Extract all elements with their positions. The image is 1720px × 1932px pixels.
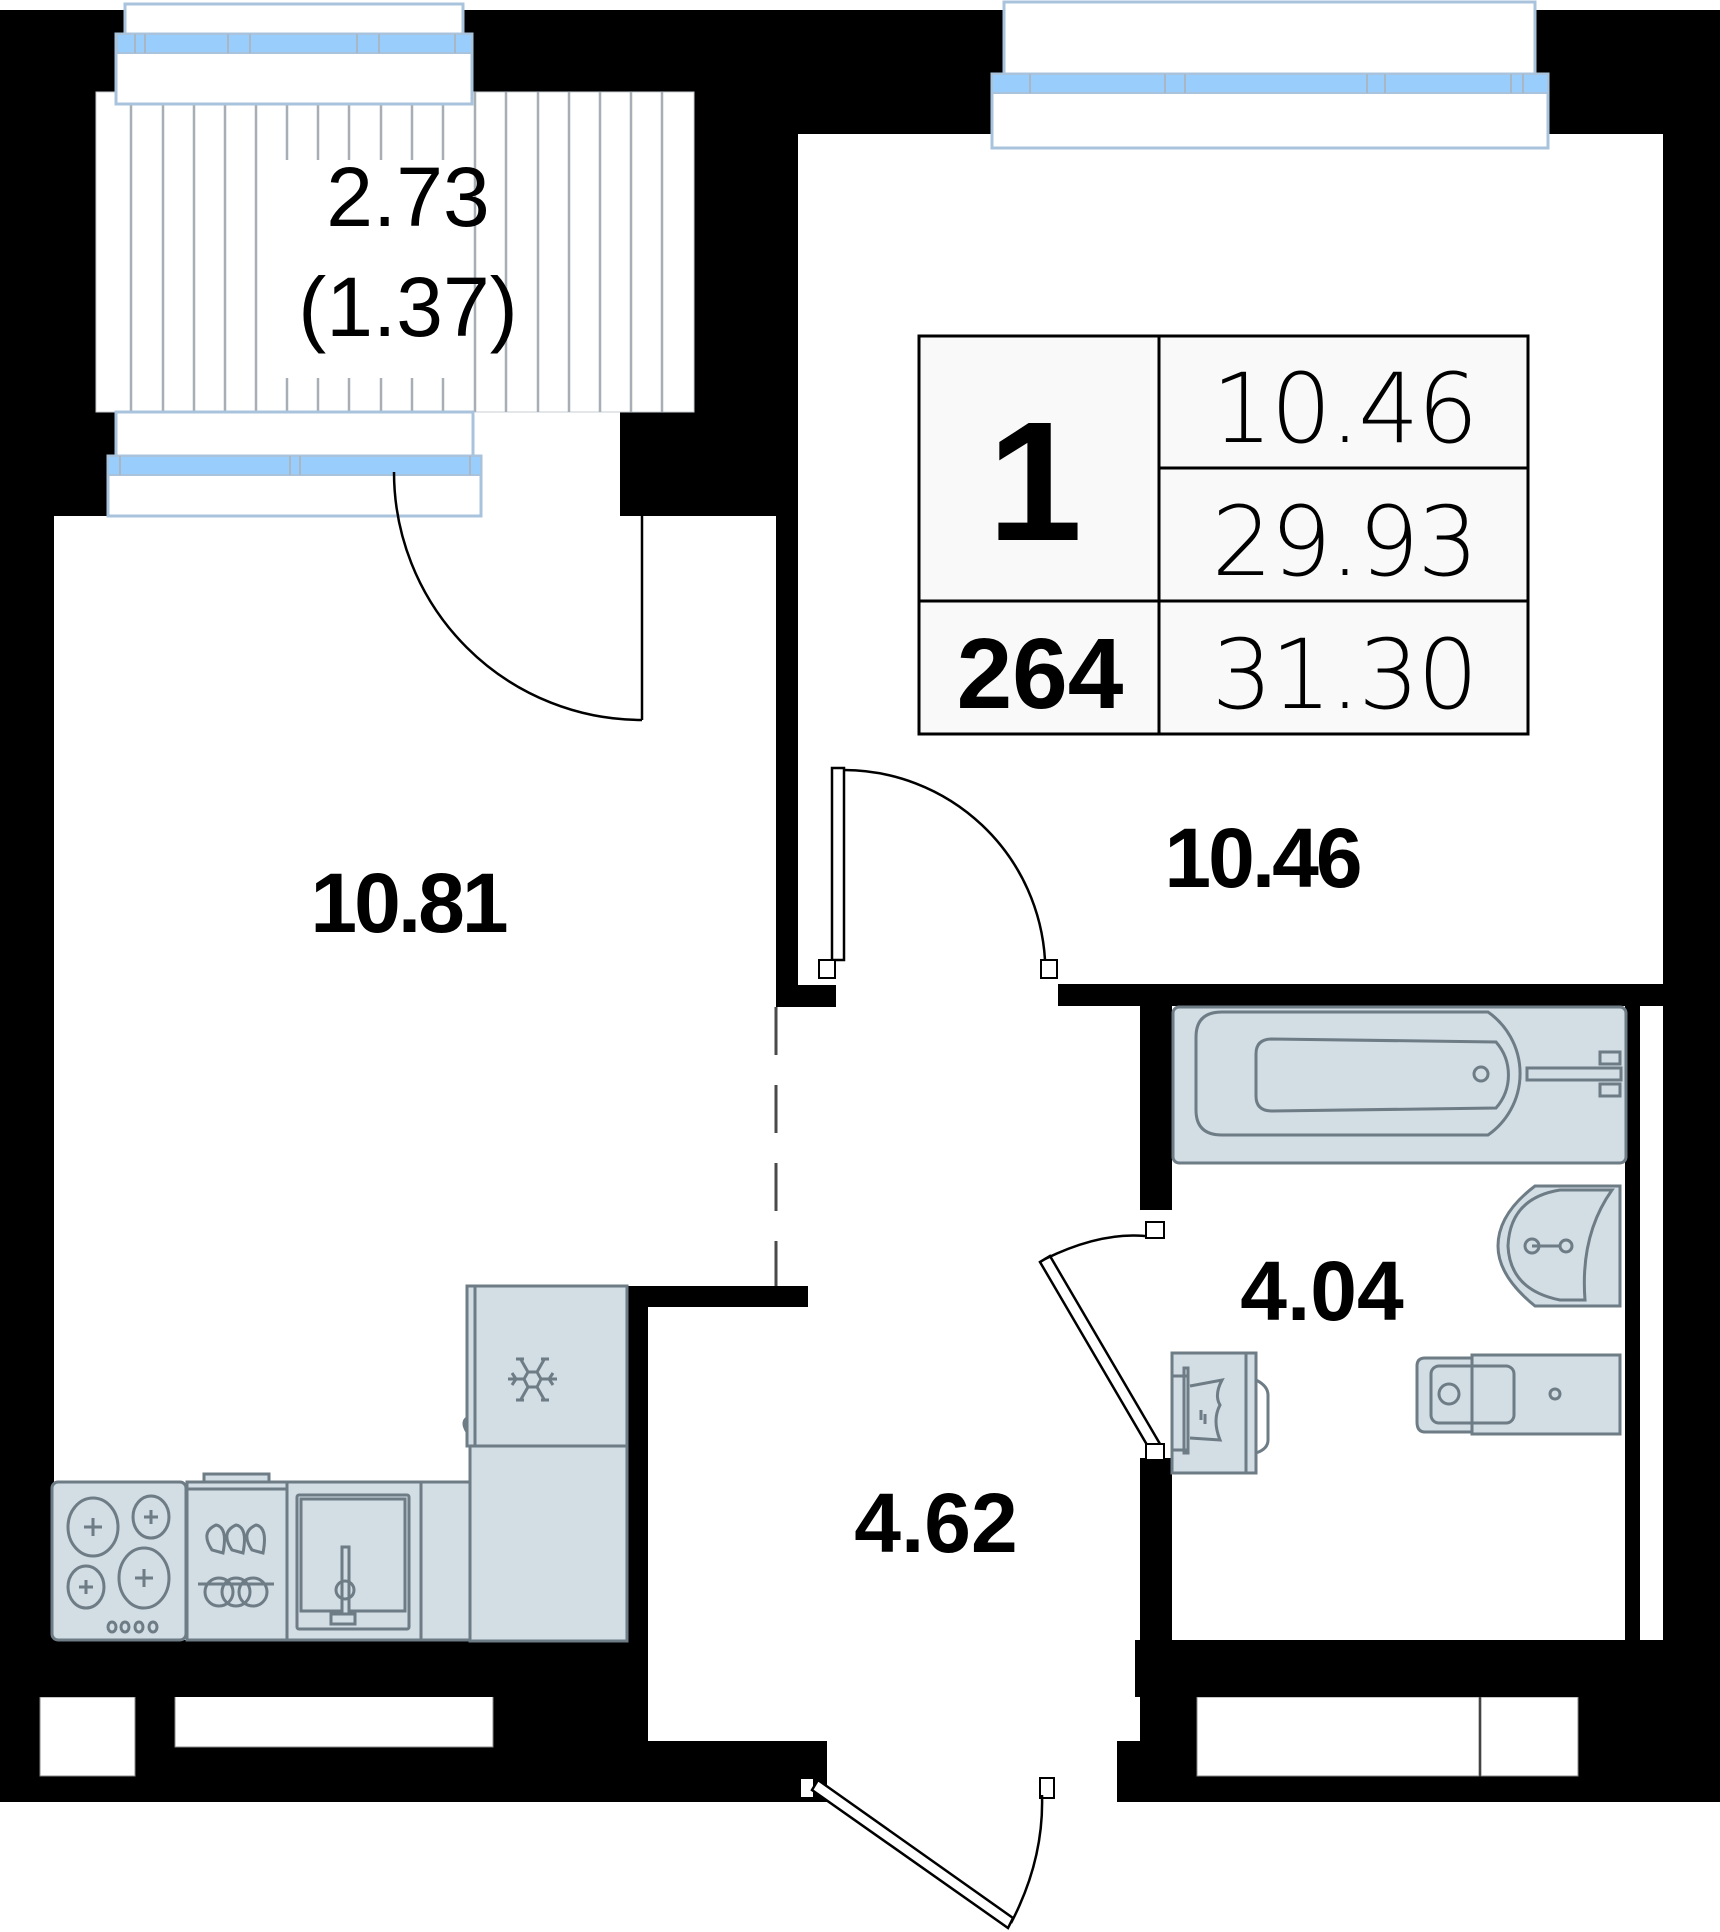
entrance-door[interactable] (799, 1777, 1055, 1930)
walls-overlay (0, 134, 1720, 1802)
balcony-door-window (106, 410, 483, 518)
bedroom-area-label: 10.46 (1164, 811, 1359, 905)
kitchen-fixtures (50, 1284, 629, 1643)
balcony-door[interactable] (392, 458, 644, 722)
total-area-value: 31.30 (1212, 619, 1477, 731)
rooms-count: 1 (988, 387, 1083, 577)
kitchen-sink-icon (285, 1480, 423, 1642)
living-area-value: 10.46 (1212, 353, 1477, 465)
washing-machine-icon (1170, 1351, 1270, 1475)
bedroom-window (990, 0, 1550, 150)
balcony-area-label: 2.73 (326, 150, 490, 244)
snowflake-icon (508, 1357, 557, 1402)
dishwasher-icon (185, 1472, 289, 1642)
bedroom-door[interactable] (818, 766, 1058, 979)
toilet-icon (1415, 1353, 1622, 1436)
washbasin-icon (1496, 1184, 1622, 1308)
bathroom-fixtures (1170, 1005, 1628, 1475)
unit-number: 264 (957, 618, 1124, 730)
balcony: 2.73 (1.37) (95, 2, 695, 722)
apartment-info-table: 1 10.46 29.93 264 31.30 (917, 334, 1530, 736)
bathtub-icon (1171, 1005, 1628, 1165)
hallway-area-label: 4.62 (854, 1476, 1018, 1570)
balcony-deck-boards (129, 92, 664, 412)
fridge (462, 1284, 629, 1643)
bathroom-door[interactable] (1038, 1221, 1165, 1461)
balcony-reduced-area-label: (1.37) (298, 260, 517, 354)
hallway-floor-upper (798, 1006, 1140, 1286)
balcony-top-window (114, 2, 474, 106)
area-excl-balcony-value: 29.93 (1212, 486, 1477, 598)
kitchen-living-area-label: 10.81 (310, 856, 506, 950)
cooktop-icon (50, 1480, 188, 1642)
bathroom-area-label: 4.04 (1240, 1244, 1404, 1338)
